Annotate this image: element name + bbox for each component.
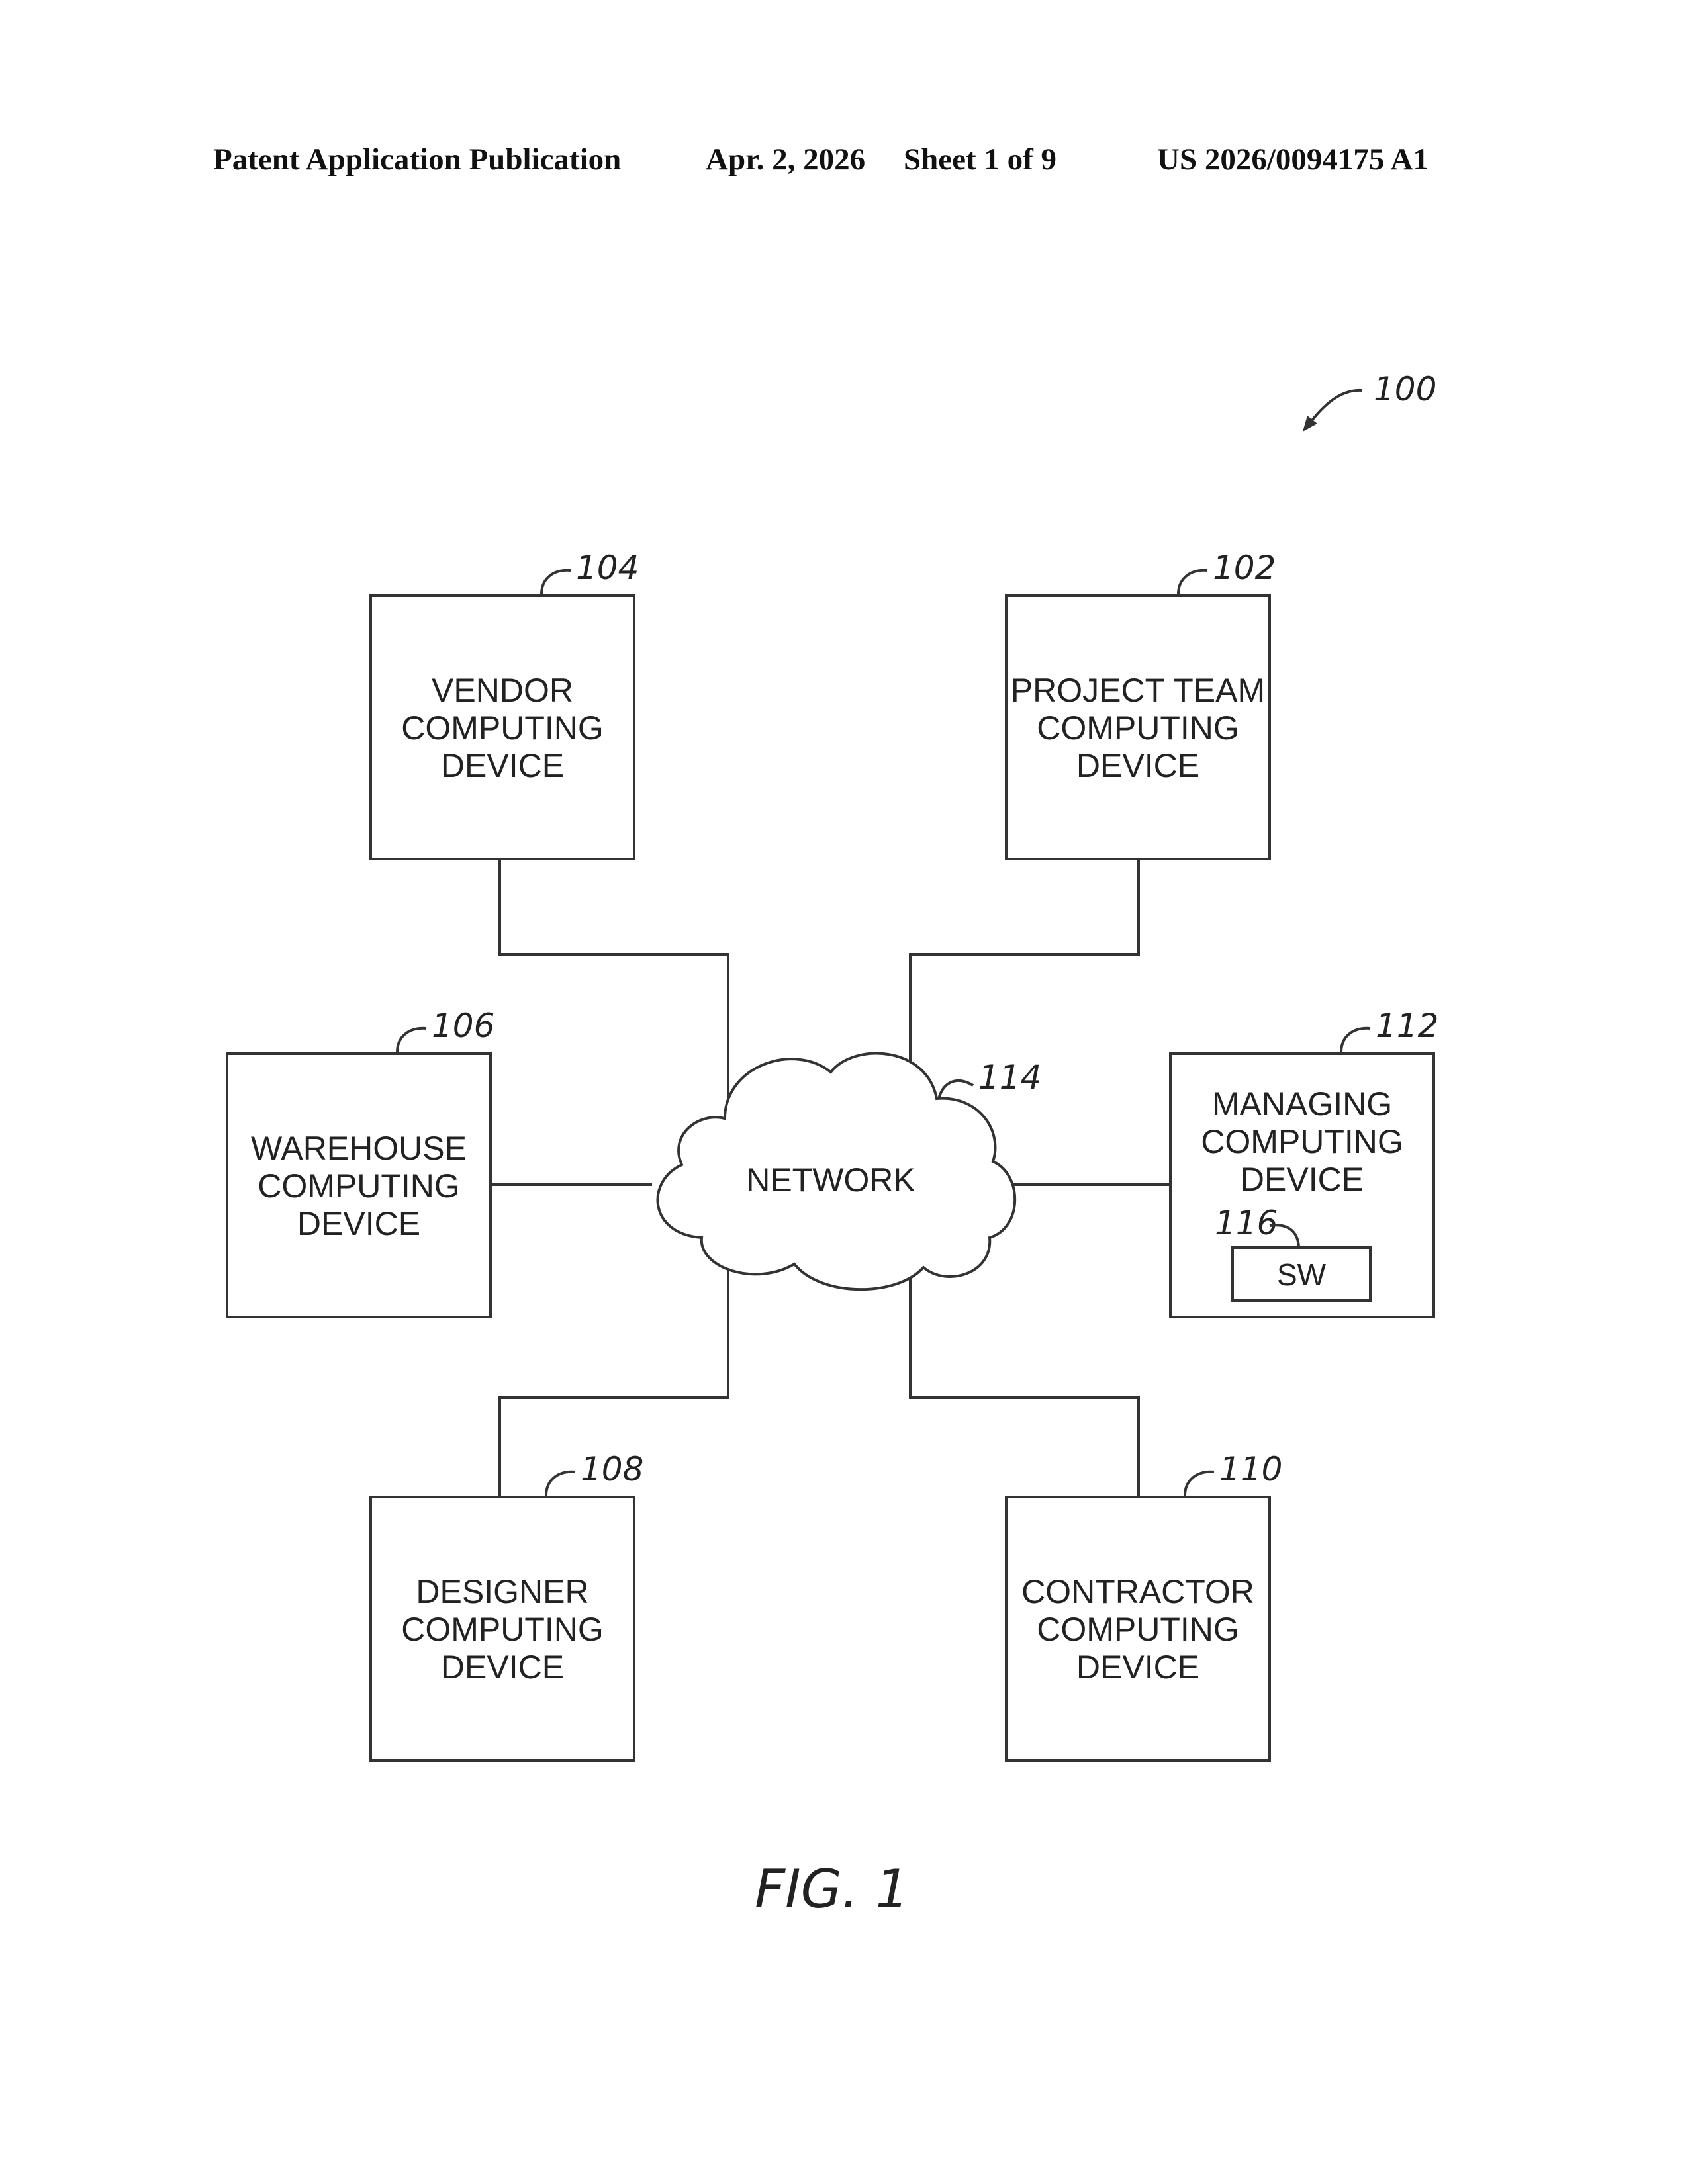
contractor-line-1: CONTRACTOR: [1021, 1573, 1254, 1610]
software-ref: 116: [1215, 1204, 1278, 1242]
managing-computing-device: MANAGING COMPUTING DEVICE 112 SW 116: [1170, 1007, 1438, 1317]
designer-computing-device: DESIGNER COMPUTING DEVICE 108: [371, 1450, 643, 1760]
vendor-line-1: VENDOR: [432, 672, 573, 709]
managing-line-1: MANAGING: [1212, 1085, 1392, 1122]
figure-label: FIG. 1: [755, 1858, 909, 1920]
connector-project-team: [910, 860, 1139, 1085]
warehouse-computing-device: WAREHOUSE COMPUTING DEVICE 106: [227, 1007, 494, 1317]
project-team-ref: 102: [1213, 549, 1276, 587]
warehouse-line-1: WAREHOUSE: [251, 1130, 467, 1167]
system-ref-100: 100: [1303, 370, 1436, 432]
designer-ref: 108: [581, 1450, 643, 1488]
warehouse-ref: 106: [432, 1007, 494, 1045]
software-label: SW: [1277, 1257, 1327, 1292]
project-team-computing-device: PROJECT TEAM COMPUTING DEVICE 102: [1006, 549, 1276, 859]
connector-vendor: [500, 860, 728, 1102]
connector-contractor: [910, 1261, 1139, 1497]
vendor-computing-device: VENDOR COMPUTING DEVICE 104: [371, 549, 639, 859]
managing-line-2: COMPUTING: [1201, 1123, 1403, 1160]
contractor-line-3: DEVICE: [1076, 1649, 1199, 1686]
vendor-ref: 104: [576, 549, 639, 587]
designer-line-2: COMPUTING: [401, 1611, 604, 1648]
network-ref: 114: [978, 1058, 1041, 1097]
contractor-line-2: COMPUTING: [1037, 1611, 1239, 1648]
system-ref-label: 100: [1374, 370, 1436, 408]
managing-ref: 112: [1376, 1007, 1438, 1045]
network-label: NETWORK: [746, 1161, 915, 1199]
designer-line-1: DESIGNER: [416, 1573, 588, 1610]
project-team-line-1: PROJECT TEAM: [1011, 672, 1265, 709]
project-team-line-2: COMPUTING: [1037, 709, 1239, 747]
contractor-ref: 110: [1219, 1450, 1282, 1488]
network-cloud: NETWORK 114: [658, 1054, 1042, 1290]
project-team-line-3: DEVICE: [1076, 747, 1199, 784]
contractor-computing-device: CONTRACTOR COMPUTING DEVICE 110: [1006, 1450, 1282, 1760]
vendor-line-2: COMPUTING: [401, 709, 604, 747]
warehouse-line-3: DEVICE: [297, 1205, 420, 1242]
vendor-line-3: DEVICE: [441, 747, 564, 784]
designer-line-3: DEVICE: [441, 1649, 564, 1686]
managing-line-3: DEVICE: [1241, 1161, 1364, 1198]
warehouse-line-2: COMPUTING: [258, 1167, 460, 1205]
